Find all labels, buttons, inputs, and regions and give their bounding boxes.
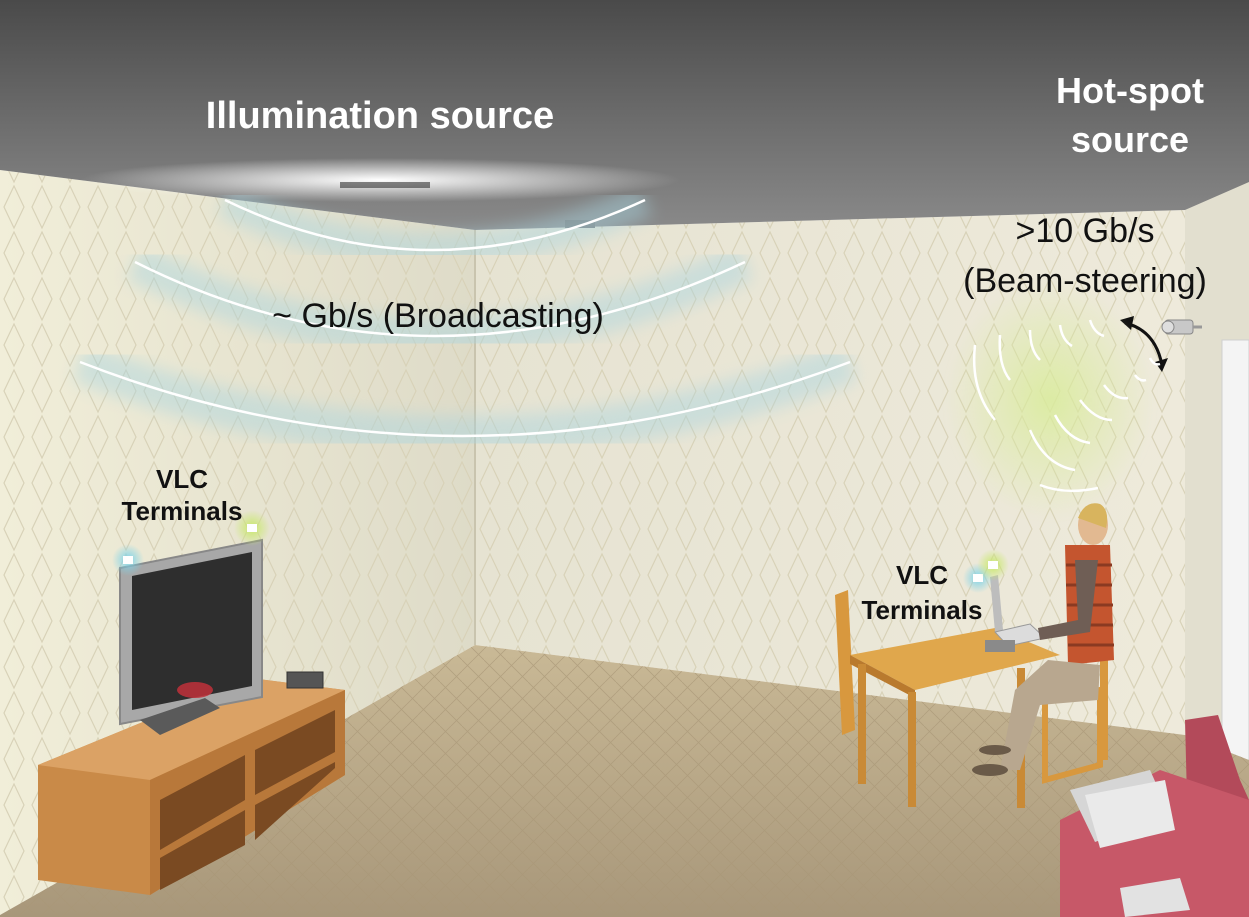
seated-person — [972, 503, 1114, 776]
vlc-terminals-right-line1: VLC — [896, 560, 948, 590]
hotspot-source — [1161, 319, 1202, 335]
broadcast-waves — [72, 184, 858, 456]
television — [119, 538, 263, 735]
window — [1221, 339, 1249, 761]
beam-rate-label-line1: >10 Gb/s — [1016, 212, 1155, 250]
beam-waves — [972, 319, 1161, 493]
broadcast-rate-label: ~ Gb/s (Broadcasting) — [272, 297, 604, 335]
beam-rate-label-line2: (Beam-steering) — [963, 262, 1207, 300]
beam-glow — [945, 280, 1155, 520]
vlc-terminals-right-line2: Terminals — [862, 595, 983, 625]
ceiling-light-glow — [80, 158, 680, 202]
hotspot-source-label-line1: Hot-spot — [1056, 70, 1204, 111]
vlc-terminal-markers — [112, 510, 1009, 593]
vlc-terminals-left-line2: Terminals — [122, 496, 243, 526]
hotspot-source-label-line2: source — [1071, 119, 1189, 160]
laptop — [985, 575, 1047, 652]
tv-stand — [38, 671, 345, 895]
vlc-terminals-left-line1: VLC — [156, 464, 208, 494]
sofa — [1060, 715, 1249, 917]
illumination-source-label: Illumination source — [206, 95, 554, 137]
